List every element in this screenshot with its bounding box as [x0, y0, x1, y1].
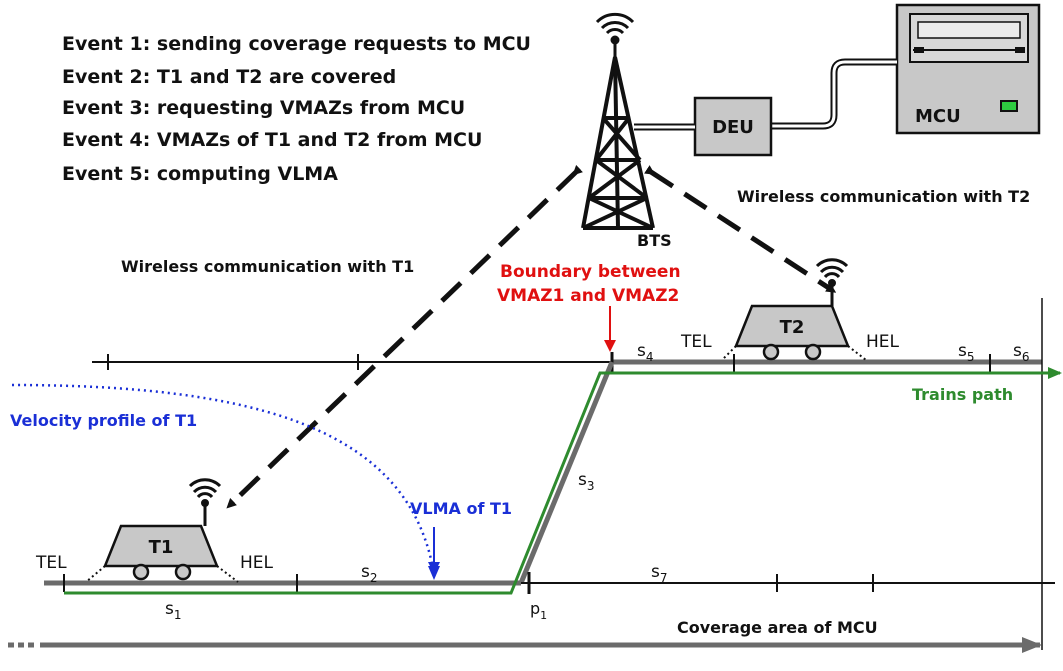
event-2: Event 2: T1 and T2 are covered — [62, 66, 396, 88]
wireless-t1-label: Wireless communication with T1 — [121, 257, 414, 276]
connecting-track — [518, 361, 615, 584]
segment-s3-label: s3 — [578, 470, 595, 493]
upper-track — [92, 352, 1042, 372]
velocity-profile-curve — [11, 383, 436, 575]
t1-label: T1 — [149, 537, 174, 558]
t1-antenna-icon — [188, 478, 222, 526]
t1-hel-label: HEL — [240, 553, 274, 573]
t1-tel-label: TEL — [35, 553, 67, 573]
mcu-label: MCU — [915, 106, 961, 127]
event-1: Event 1: sending coverage requests to MC… — [62, 33, 531, 55]
event-5: Event 5: computing VLMA — [62, 163, 338, 185]
boundary-arrow — [604, 306, 616, 352]
trains-path — [64, 367, 1062, 595]
boundary-label-line2: VMAZ1 and VMAZ2 — [497, 286, 679, 306]
events-list: Event 1: sending coverage requests to MC… — [62, 33, 531, 185]
vlma-label: VLMA of T1 — [410, 499, 512, 518]
event-4: Event 4: VMAZs of T1 and T2 from MCU — [62, 129, 482, 151]
lower-track — [44, 572, 1055, 594]
segment-s4-label: s4 — [637, 341, 654, 364]
train-t1: T1 — [85, 524, 239, 583]
t2-hel-label: HEL — [866, 332, 900, 352]
t2-antenna-icon — [815, 258, 849, 306]
coverage-label: Coverage area of MCU — [677, 618, 878, 637]
train-t2: T2 — [721, 304, 867, 361]
trains-path-label: Trains path — [912, 385, 1013, 404]
boundary-label-line1: Boundary between — [500, 262, 681, 282]
segment-s6-label: s6 — [1013, 341, 1030, 364]
deu-label: DEU — [712, 117, 754, 138]
segment-s5-label: s5 — [958, 341, 975, 364]
bts-label: BTS — [637, 231, 672, 250]
mcu-deu-cable — [772, 58, 897, 130]
bts-antenna-icon — [595, 12, 635, 57]
velocity-profile-label: Velocity profile of T1 — [10, 411, 197, 430]
segment-s1-label: s1 — [165, 599, 182, 622]
t2-label: T2 — [780, 317, 805, 338]
deu-unit: DEU — [693, 96, 773, 157]
wireless-link-t2 — [644, 165, 837, 293]
mcu-unit: MCU — [895, 3, 1041, 135]
vlma-arrow — [428, 527, 440, 574]
wireless-t2-label: Wireless communication with T2 — [737, 187, 1030, 206]
bts-tower — [581, 56, 655, 230]
segment-s7-label: s7 — [651, 562, 668, 585]
point-p1-label: p1 — [530, 599, 547, 622]
event-3: Event 3: requesting VMAZs from MCU — [62, 97, 465, 119]
wireless-link-t1 — [226, 164, 584, 509]
t2-tel-label: TEL — [680, 332, 712, 352]
segment-s2-label: s2 — [361, 562, 378, 585]
